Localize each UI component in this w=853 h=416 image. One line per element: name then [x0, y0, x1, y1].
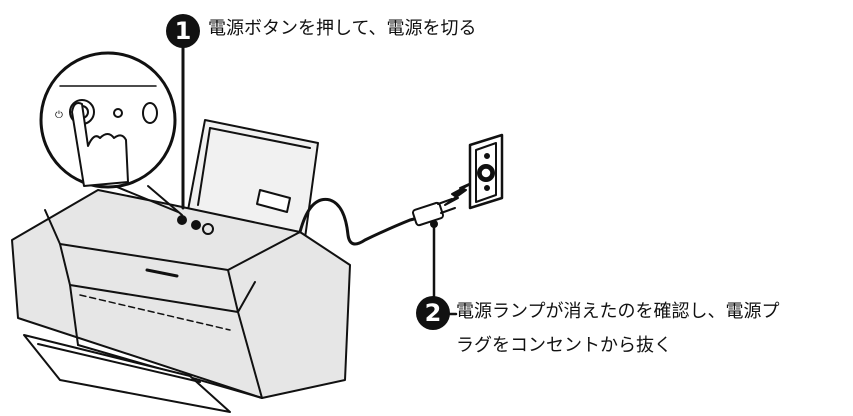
svg-text:⏻: ⏻ — [55, 110, 63, 121]
power-cord — [298, 197, 420, 246]
unplug-arrow-icon — [444, 179, 479, 206]
step1-instruction: 電源ボタンを押して、電源を切る — [208, 18, 477, 39]
wall-outlet — [468, 133, 504, 210]
step2-instruction-line1: 電源ランプが消えたのを確認し、電源プ — [456, 301, 780, 322]
printer — [11, 189, 351, 413]
step2-instruction-line2: ラグをコンセントから抜く — [456, 335, 672, 356]
power-button-callout: ⏻ — [39, 51, 183, 216]
power-plug — [411, 198, 456, 227]
step2-number-badge: 2 — [416, 296, 450, 330]
step1-number-badge: 1 — [166, 14, 200, 48]
